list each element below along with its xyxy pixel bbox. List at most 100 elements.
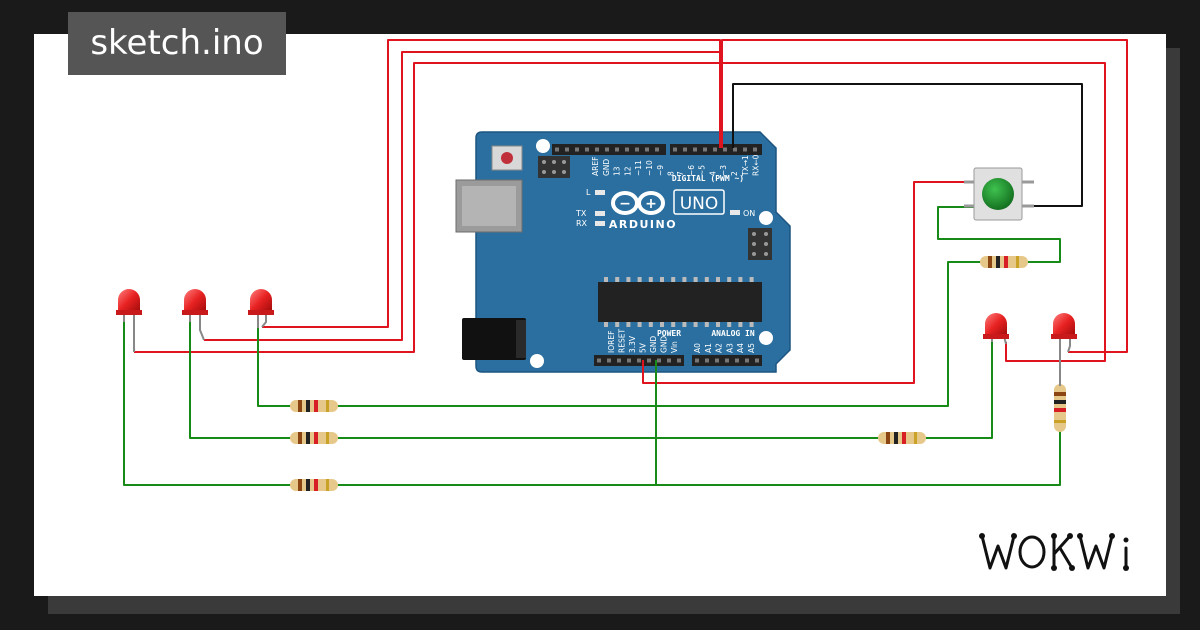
- pin-hole: [683, 147, 687, 152]
- wire-button-pulldown: [937, 206, 1061, 263]
- bottom-pin-holes: [597, 358, 759, 363]
- button-wire: [732, 83, 1083, 207]
- pin-hole: [725, 358, 729, 363]
- mounting-hole: [530, 354, 544, 368]
- led-5: [1051, 313, 1077, 386]
- pin-hole: [753, 147, 757, 152]
- analog-pin-label: A3: [725, 343, 734, 353]
- pin-hole: [713, 147, 717, 152]
- wire-ground-led3: [257, 261, 986, 407]
- wire-led4-pin: [722, 62, 1106, 362]
- wire-ground-led1: [123, 320, 1061, 486]
- pin-hole: [645, 147, 649, 152]
- logo-minus-icon: −: [619, 196, 631, 212]
- power-pin-label: 5V: [639, 342, 648, 353]
- digital-pin-label: 7: [676, 171, 685, 176]
- pin-hole: [735, 358, 739, 363]
- power-pin-label: IOREF: [607, 331, 616, 353]
- wire-ground-led2: [189, 320, 656, 439]
- pin-hole: [635, 147, 639, 152]
- wire-button-5v: [642, 181, 976, 384]
- power-label: POWER: [657, 329, 681, 338]
- pin-hole: [647, 358, 651, 363]
- pin-hole: [705, 358, 709, 363]
- resistor-led2: [290, 432, 338, 444]
- pin-hole: [655, 147, 659, 152]
- pin-hole: [723, 147, 727, 152]
- led-rx-label: RX: [576, 219, 588, 228]
- wire-led5-pin: [721, 39, 1128, 353]
- digital-pin-label: AREF: [591, 157, 600, 176]
- power-pin-label: GND: [660, 336, 669, 353]
- board-model: UNO: [680, 194, 719, 214]
- pin-hole: [745, 358, 749, 363]
- led-1: [116, 289, 142, 352]
- digital-pin-label: 4: [708, 171, 717, 176]
- mounting-hole: [536, 139, 550, 153]
- digital-pin-label: RX←0: [752, 154, 761, 176]
- resistor-led4: [878, 432, 926, 444]
- pin-hole: [743, 147, 747, 152]
- digital-pin-label: 13: [613, 166, 622, 176]
- wire-led2-pin: [204, 51, 720, 341]
- pushbutton-cap[interactable]: [982, 178, 1014, 210]
- reset-button-cap[interactable]: [501, 152, 513, 164]
- led-l: [595, 190, 605, 195]
- chip-pins: [604, 277, 754, 327]
- digital-pin-label: GND: [602, 159, 611, 176]
- resistor-led1: [290, 479, 338, 491]
- pin-hole: [615, 147, 619, 152]
- pin-hole: [637, 358, 641, 363]
- pin-hole: [617, 358, 621, 363]
- sketch-filename-tab[interactable]: sketch.ino: [68, 12, 286, 75]
- signal-wires: [134, 39, 1128, 384]
- wokwi-logo-icon: [979, 533, 1129, 571]
- pin-hole: [555, 147, 559, 152]
- led-on: [730, 210, 740, 215]
- analog-pin-label: A1: [704, 343, 713, 353]
- digital-pin-label: ~10: [645, 160, 654, 176]
- icsp-header-right: [748, 228, 772, 260]
- atmega-chip: [598, 282, 762, 322]
- ground-wires: [123, 206, 1061, 486]
- pin-hole: [575, 147, 579, 152]
- power-pin-label: 3.3V: [628, 335, 637, 353]
- pin-hole: [607, 358, 611, 363]
- digital-pin-label: ~11: [634, 160, 643, 176]
- pin-hole: [755, 358, 759, 363]
- pin-hole: [673, 147, 677, 152]
- pin-hole: [695, 358, 699, 363]
- analog-pin-label: A4: [736, 343, 745, 353]
- pin-hole: [677, 358, 681, 363]
- wire-led3-pin: [262, 39, 721, 328]
- pin-hole: [597, 358, 601, 363]
- pin-hole: [703, 147, 707, 152]
- digital-pin-label: ~5: [698, 165, 707, 176]
- pin-hole: [585, 147, 589, 152]
- logo-plus-icon: +: [645, 196, 657, 212]
- wire-ground-led4: [656, 340, 993, 439]
- led-l-label: L: [586, 188, 591, 197]
- analog-pin-label: A5: [747, 343, 756, 353]
- digital-pin-label: 12: [623, 166, 632, 176]
- pin-hole: [693, 147, 697, 152]
- board-model-box: [673, 189, 725, 215]
- pin-hole: [657, 358, 661, 363]
- pin-hole: [565, 147, 569, 152]
- led-tx-label: TX: [575, 209, 587, 218]
- digital-pin-label: ~9: [656, 165, 665, 176]
- pushbutton[interactable]: [964, 167, 1034, 221]
- pin-hole: [627, 358, 631, 363]
- analog-pin-label: A2: [715, 343, 724, 353]
- pin-hole: [715, 358, 719, 363]
- pin-hole: [667, 358, 671, 363]
- wire-button-pin2: [732, 83, 1083, 207]
- digital-pin-label: ~3: [719, 165, 728, 176]
- digital-pin-label: 8: [667, 171, 676, 176]
- usb-connector-inner: [462, 186, 516, 226]
- digital-pin-label: 2: [730, 171, 739, 176]
